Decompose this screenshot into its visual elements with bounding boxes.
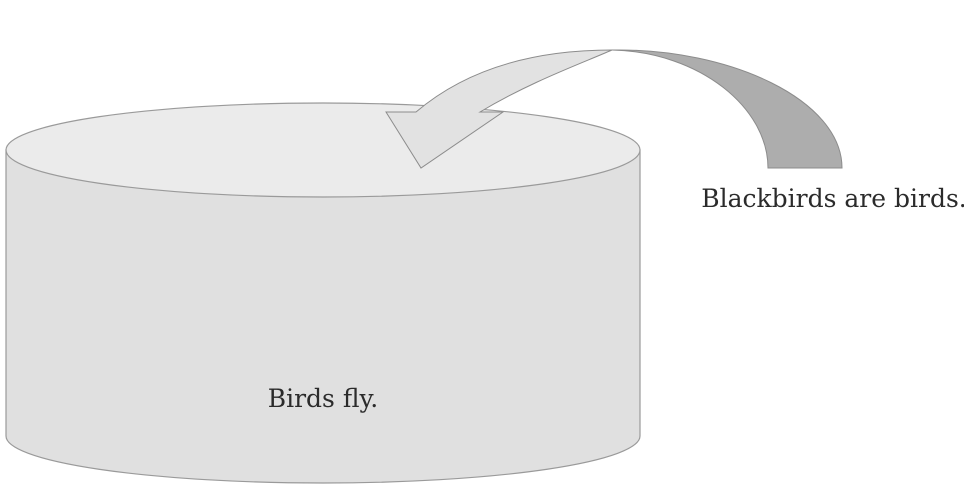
curved-arrow-back-face [611,49,843,169]
cylinder-body [5,149,641,484]
curved-arrow [385,49,843,169]
cylinder [5,102,641,484]
curved-arrow-front-face [385,49,613,169]
cylinder-label: Birds fly. [268,384,379,413]
cylinder-top [5,102,641,198]
arrow-label: Blackbirds are birds. [701,184,964,213]
